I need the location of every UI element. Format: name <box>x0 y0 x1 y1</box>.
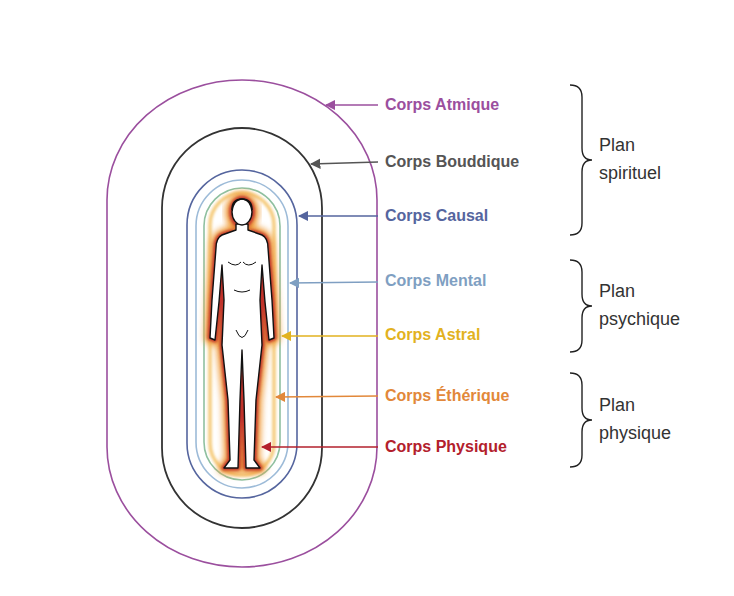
leader-arrow <box>326 104 378 106</box>
leader-arrow <box>311 162 378 164</box>
astral-outline <box>204 188 280 480</box>
body-label: Corps Causal <box>385 207 488 225</box>
buddhic-outline <box>162 128 322 528</box>
body-label: Corps Bouddique <box>385 153 519 171</box>
body-label: Corps Éthérique <box>385 387 509 405</box>
group-brace <box>570 260 592 352</box>
plane-label: Plan psychique <box>599 278 687 334</box>
body-label: Corps Atmique <box>385 96 499 114</box>
body-label: Corps Mental <box>385 272 486 290</box>
leader-arrow <box>276 396 378 397</box>
plane-label: Plan spirituel <box>599 132 687 188</box>
plane-label: Plan physique <box>599 392 687 448</box>
causal-outline <box>187 170 297 498</box>
mental-outline <box>196 180 288 488</box>
human-figure <box>210 197 274 468</box>
etheric-glow <box>210 193 274 475</box>
leader-arrow <box>262 446 378 448</box>
body-label: Corps Physique <box>385 438 507 456</box>
leader-arrow <box>299 215 378 217</box>
group-brace <box>570 373 592 467</box>
atmic-outline <box>107 80 377 567</box>
leader-arrow <box>282 335 378 337</box>
leader-arrow <box>290 282 378 283</box>
body-label: Corps Astral <box>385 326 480 344</box>
group-brace <box>570 85 592 235</box>
